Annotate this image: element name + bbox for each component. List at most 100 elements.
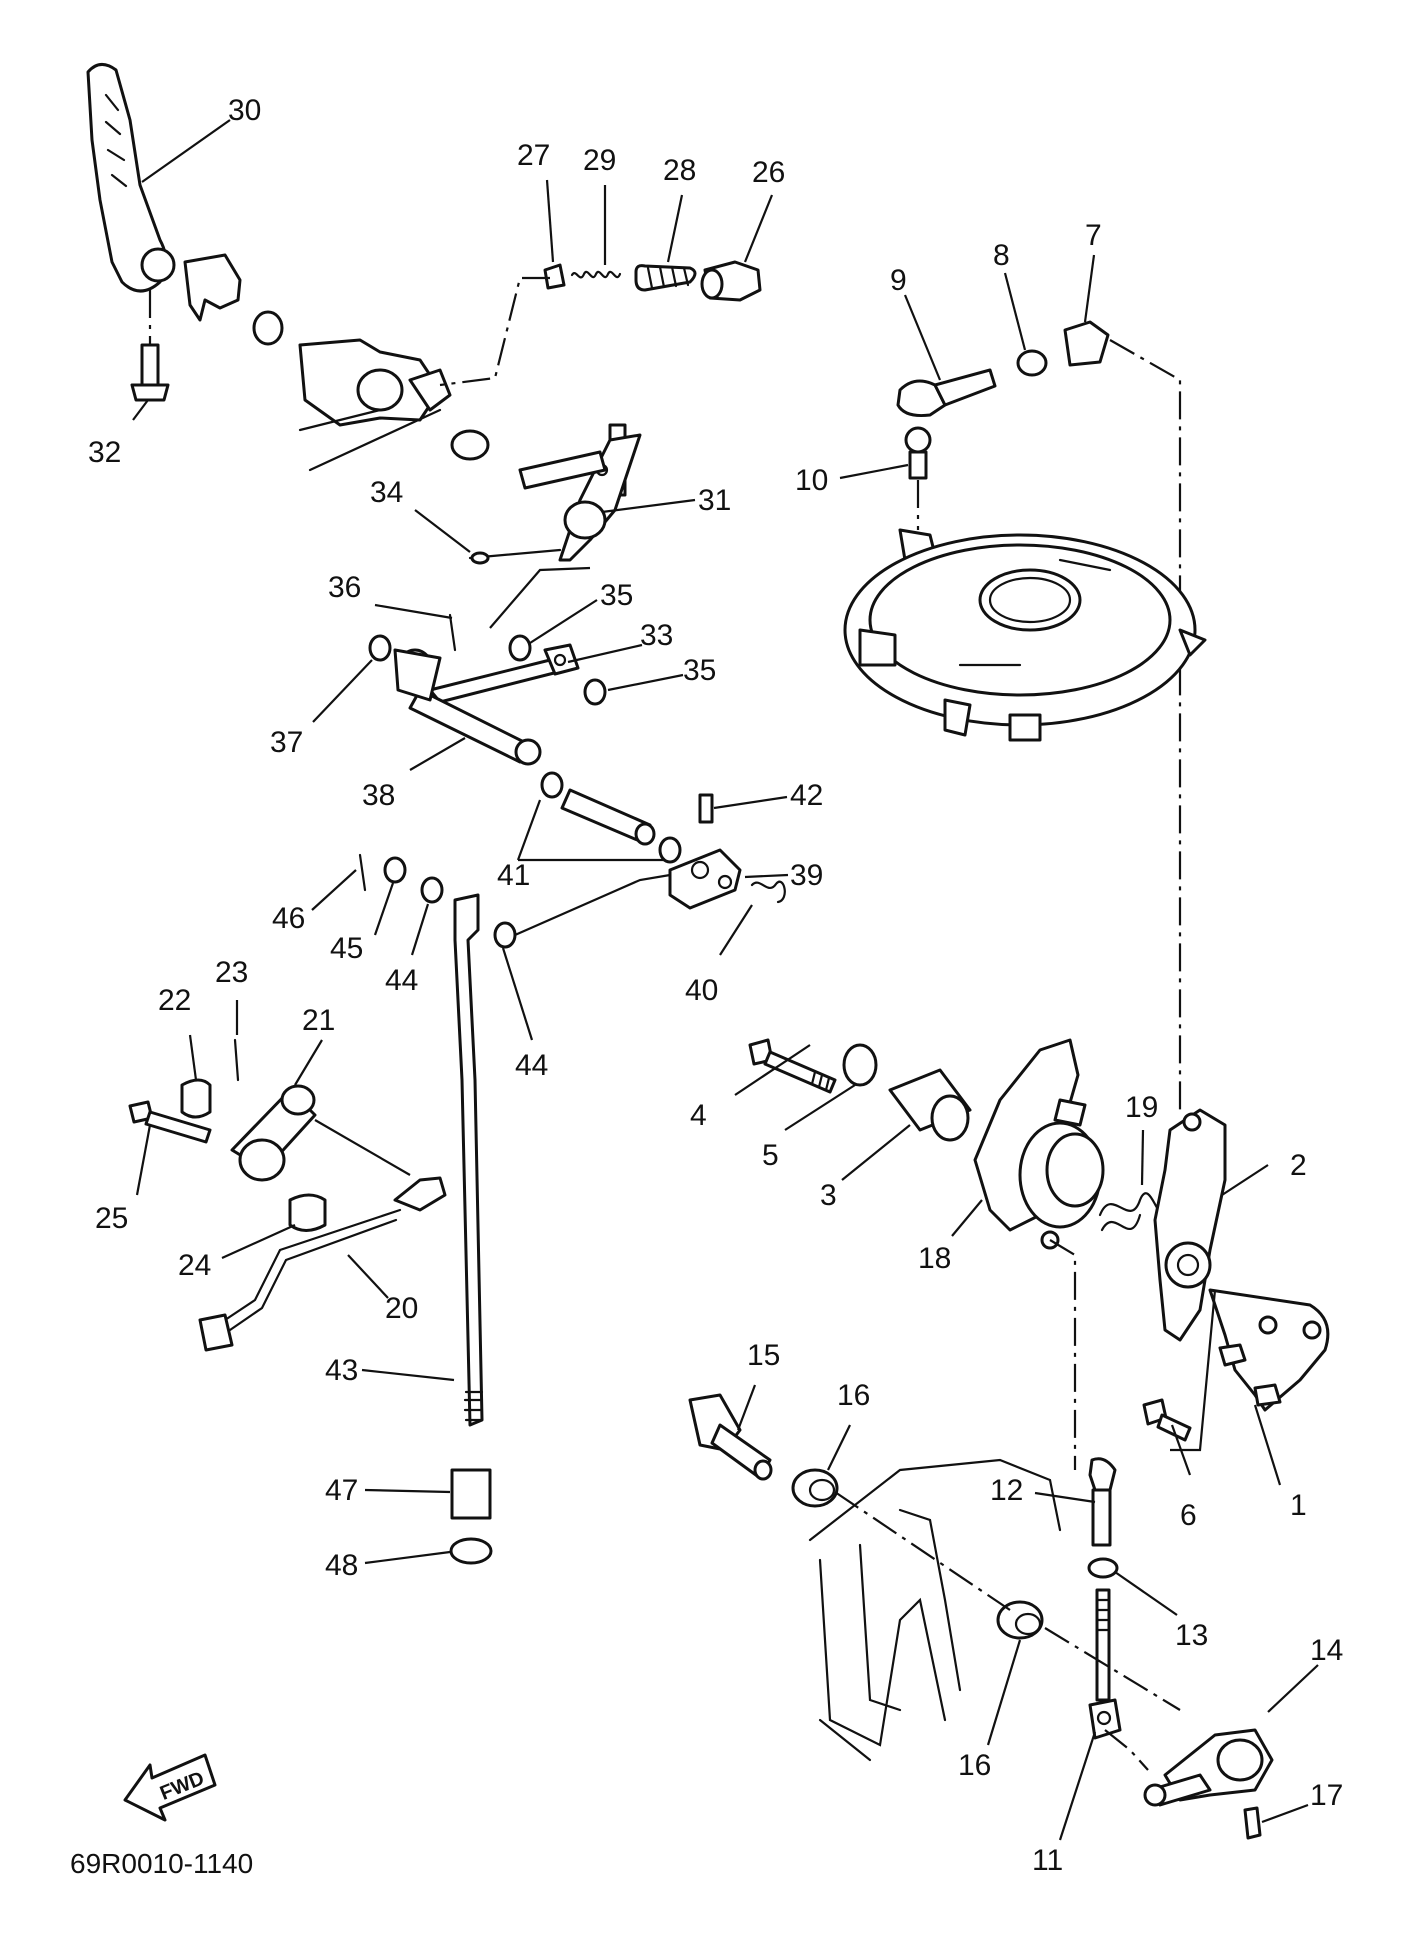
callout-3: 3 — [820, 1179, 837, 1212]
part-45-washer — [383, 856, 407, 884]
part-20-cable — [198, 1176, 447, 1352]
part-23-pin — [233, 1038, 240, 1082]
callout-24: 24 — [178, 1249, 211, 1282]
callout-27: 27 — [517, 139, 550, 172]
part-41-washer — [540, 771, 564, 799]
part-33-link — [428, 643, 580, 704]
part-36-cotter — [448, 613, 457, 652]
callout-16-lower: 16 — [958, 1749, 991, 1782]
part-3-sleeve — [888, 1068, 972, 1142]
part-38-shaft — [393, 648, 542, 766]
part-6-bolt — [1142, 1398, 1192, 1442]
callout-5: 5 — [762, 1139, 779, 1172]
part-1-bracket — [1208, 1288, 1330, 1412]
bracket-bushing — [450, 429, 490, 461]
callout-42: 42 — [790, 779, 823, 812]
callout-35-lower: 35 — [683, 654, 716, 687]
detent-stack — [543, 260, 762, 302]
part-35-washer-a — [508, 634, 532, 662]
part-16-bushing-a — [791, 1468, 839, 1508]
part-44-washer-b — [493, 921, 517, 949]
callout-46: 46 — [272, 902, 305, 935]
callout-7: 7 — [1085, 219, 1102, 252]
callout-25: 25 — [95, 1202, 128, 1235]
part-21-arm — [230, 1084, 317, 1182]
part-39-plate — [668, 848, 742, 910]
part-2-plate — [1153, 1108, 1227, 1342]
callout-8: 8 — [993, 239, 1010, 272]
callout-9: 9 — [890, 264, 907, 297]
callout-18: 18 — [918, 1242, 951, 1275]
part-17-pin — [1243, 1806, 1262, 1840]
callout-23: 23 — [215, 956, 248, 989]
part-15-pin — [688, 1393, 773, 1481]
upper-bracket — [183, 253, 452, 472]
callout-28: 28 — [663, 154, 696, 187]
callout-41: 41 — [497, 859, 530, 892]
part-37-washer — [368, 634, 392, 662]
callout-17: 17 — [1310, 1779, 1343, 1812]
callout-15: 15 — [747, 1339, 780, 1372]
callout-26: 26 — [752, 156, 785, 189]
callout-47: 47 — [325, 1474, 358, 1507]
callout-32: 32 — [88, 436, 121, 469]
callout-11: 11 — [1032, 1844, 1063, 1877]
part-46-cotter — [358, 853, 367, 892]
part-13-nut — [1087, 1557, 1119, 1579]
callout-13: 13 — [1175, 1619, 1208, 1652]
part-32-bolt — [130, 343, 170, 402]
callout-14: 14 — [1310, 1634, 1343, 1667]
part-25-bolt — [128, 1100, 212, 1144]
part-16-bushing-b — [996, 1600, 1044, 1640]
part-11-rod — [1088, 1588, 1122, 1740]
callout-37: 37 — [270, 726, 303, 759]
part-40-spring — [750, 880, 786, 904]
callout-43: 43 — [325, 1354, 358, 1387]
callout-38: 38 — [362, 779, 395, 812]
part-30-lever — [86, 63, 176, 293]
part-48-spacer — [449, 1537, 493, 1565]
diagram-code: 69R0010-1140 — [70, 1848, 253, 1879]
callout-31: 31 — [698, 484, 731, 517]
callout-12: 12 — [990, 1474, 1023, 1507]
callout-35-upper: 35 — [600, 579, 633, 612]
callout-4: 4 — [690, 1099, 707, 1132]
part-31-arm — [558, 423, 642, 562]
part-24-bushing — [288, 1193, 327, 1232]
callout-44-left: 44 — [385, 964, 418, 997]
part-44-washer-a — [420, 876, 444, 904]
callout-34: 34 — [370, 476, 403, 509]
callout-36: 36 — [328, 571, 361, 604]
callout-10: 10 — [795, 464, 828, 497]
part-10-stud — [904, 426, 932, 480]
part-14-arm — [1143, 1728, 1274, 1807]
callout-39: 39 — [790, 859, 823, 892]
part-47-nut — [450, 1468, 492, 1520]
callout-33: 33 — [640, 619, 673, 652]
part-22-spacer — [180, 1078, 212, 1119]
callout-48: 48 — [325, 1549, 358, 1582]
callout-2: 2 — [1290, 1149, 1307, 1182]
callout-1: 1 — [1290, 1489, 1307, 1522]
part-5-washer — [842, 1043, 878, 1087]
callout-29: 29 — [583, 144, 616, 177]
callout-30: 30 — [228, 94, 261, 127]
callout-44-right: 44 — [515, 1049, 548, 1082]
callout-16-upper: 16 — [837, 1379, 870, 1412]
part-43-rod — [453, 893, 484, 1427]
part-42-pin — [698, 793, 714, 824]
magneto-base-plate — [843, 528, 1207, 742]
callout-labels: 1 2 3 4 5 6 7 8 9 10 11 12 13 14 15 16 1… — [88, 94, 1343, 1877]
part-7-joint — [1063, 320, 1110, 367]
callout-6: 6 — [1180, 1499, 1197, 1532]
callout-22: 22 — [158, 984, 191, 1017]
callout-20: 20 — [385, 1292, 418, 1325]
part-8-nut — [1016, 349, 1048, 377]
part-31-shaft — [518, 450, 607, 490]
callout-19: 19 — [1125, 1091, 1158, 1124]
part-18-cam — [973, 1038, 1105, 1250]
part-9-link — [896, 368, 997, 417]
part-41-washer-b — [658, 836, 682, 864]
part-12-link — [1088, 1457, 1117, 1547]
